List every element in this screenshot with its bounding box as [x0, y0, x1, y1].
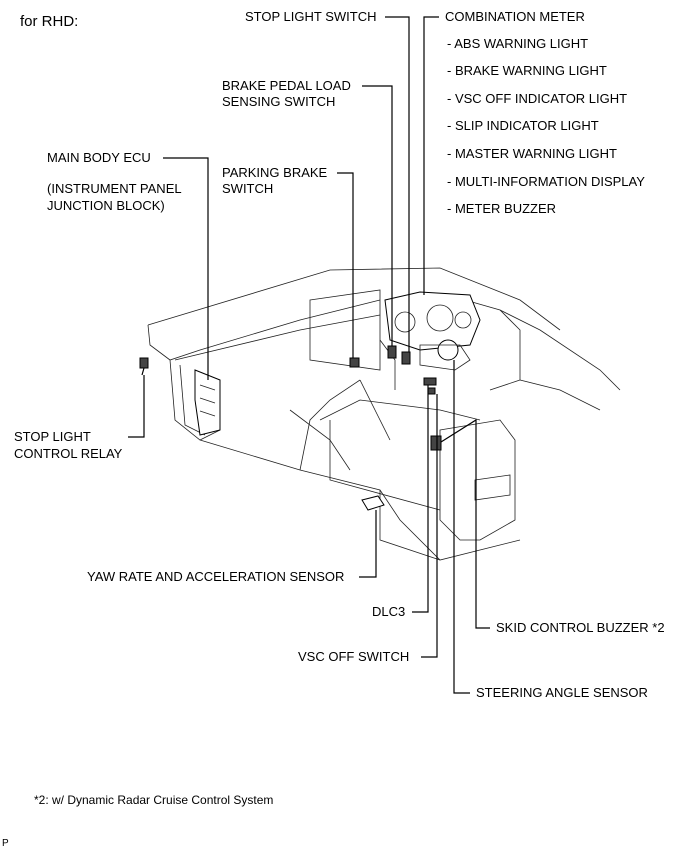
- page-title: for RHD:: [20, 13, 79, 30]
- meter-item-master: - MASTER WARNING LIGHT: [447, 146, 617, 161]
- brake-pedal-load-switch-part: [387, 345, 397, 359]
- skid-control-buzzer-part: [430, 435, 442, 451]
- meter-item-multi-info: - MULTI-INFORMATION DISPLAY: [447, 174, 645, 189]
- label-parking-brake-2: SWITCH: [222, 181, 274, 196]
- label-parking-brake-1: PARKING BRAKE: [222, 165, 328, 180]
- label-brake-pedal-load-2: SENSING SWITCH: [222, 94, 336, 109]
- label-combination-meter: COMBINATION METER: [445, 9, 585, 24]
- parking-brake-switch-part: [349, 357, 360, 368]
- meter-item-slip: - SLIP INDICATOR LIGHT: [447, 118, 599, 133]
- label-stop-light-switch: STOP LIGHT SWITCH: [245, 9, 377, 24]
- corner-mark: P: [2, 838, 9, 849]
- meter-item-buzzer: - METER BUZZER: [447, 201, 557, 216]
- label-stop-light-relay-1: STOP LIGHT: [14, 429, 91, 444]
- combination-meter-cluster: [384, 291, 481, 351]
- label-vsc-off-switch: VSC OFF SWITCH: [298, 649, 410, 664]
- meter-item-brake: - BRAKE WARNING LIGHT: [447, 63, 607, 78]
- vsc-off-switch-part: [427, 387, 436, 395]
- label-brake-pedal-load-1: BRAKE PEDAL LOAD: [222, 78, 351, 93]
- label-steering-angle-sensor: STEERING ANGLE SENSOR: [476, 685, 648, 700]
- stop-light-relay-part: [139, 357, 149, 376]
- label-stop-light-relay-2: CONTROL RELAY: [14, 446, 123, 461]
- label-yaw-rate: YAW RATE AND ACCELERATION SENSOR: [87, 569, 345, 584]
- leader-lines: [128, 16, 490, 694]
- yaw-rate-sensor-part: [361, 495, 385, 511]
- stop-light-switch-part: [401, 351, 411, 365]
- main-body-ecu-part: [194, 369, 221, 436]
- meter-item-vsc-off: - VSC OFF INDICATOR LIGHT: [447, 91, 628, 106]
- meter-item-abs: - ABS WARNING LIGHT: [447, 36, 589, 51]
- label-skid-control-buzzer: SKID CONTROL BUZZER *2: [496, 620, 665, 635]
- label-main-body-ecu: MAIN BODY ECU: [47, 150, 151, 165]
- dashboard-outline: [147, 267, 621, 561]
- steering-column: [379, 339, 471, 390]
- dlc3-part: [423, 377, 437, 386]
- footnote: *2: w/ Dynamic Radar Cruise Control Syst…: [34, 793, 274, 807]
- label-dlc3: DLC3: [372, 604, 406, 619]
- label-instrument-panel-1: (INSTRUMENT PANEL: [47, 181, 182, 196]
- label-instrument-panel-2: JUNCTION BLOCK): [47, 198, 165, 213]
